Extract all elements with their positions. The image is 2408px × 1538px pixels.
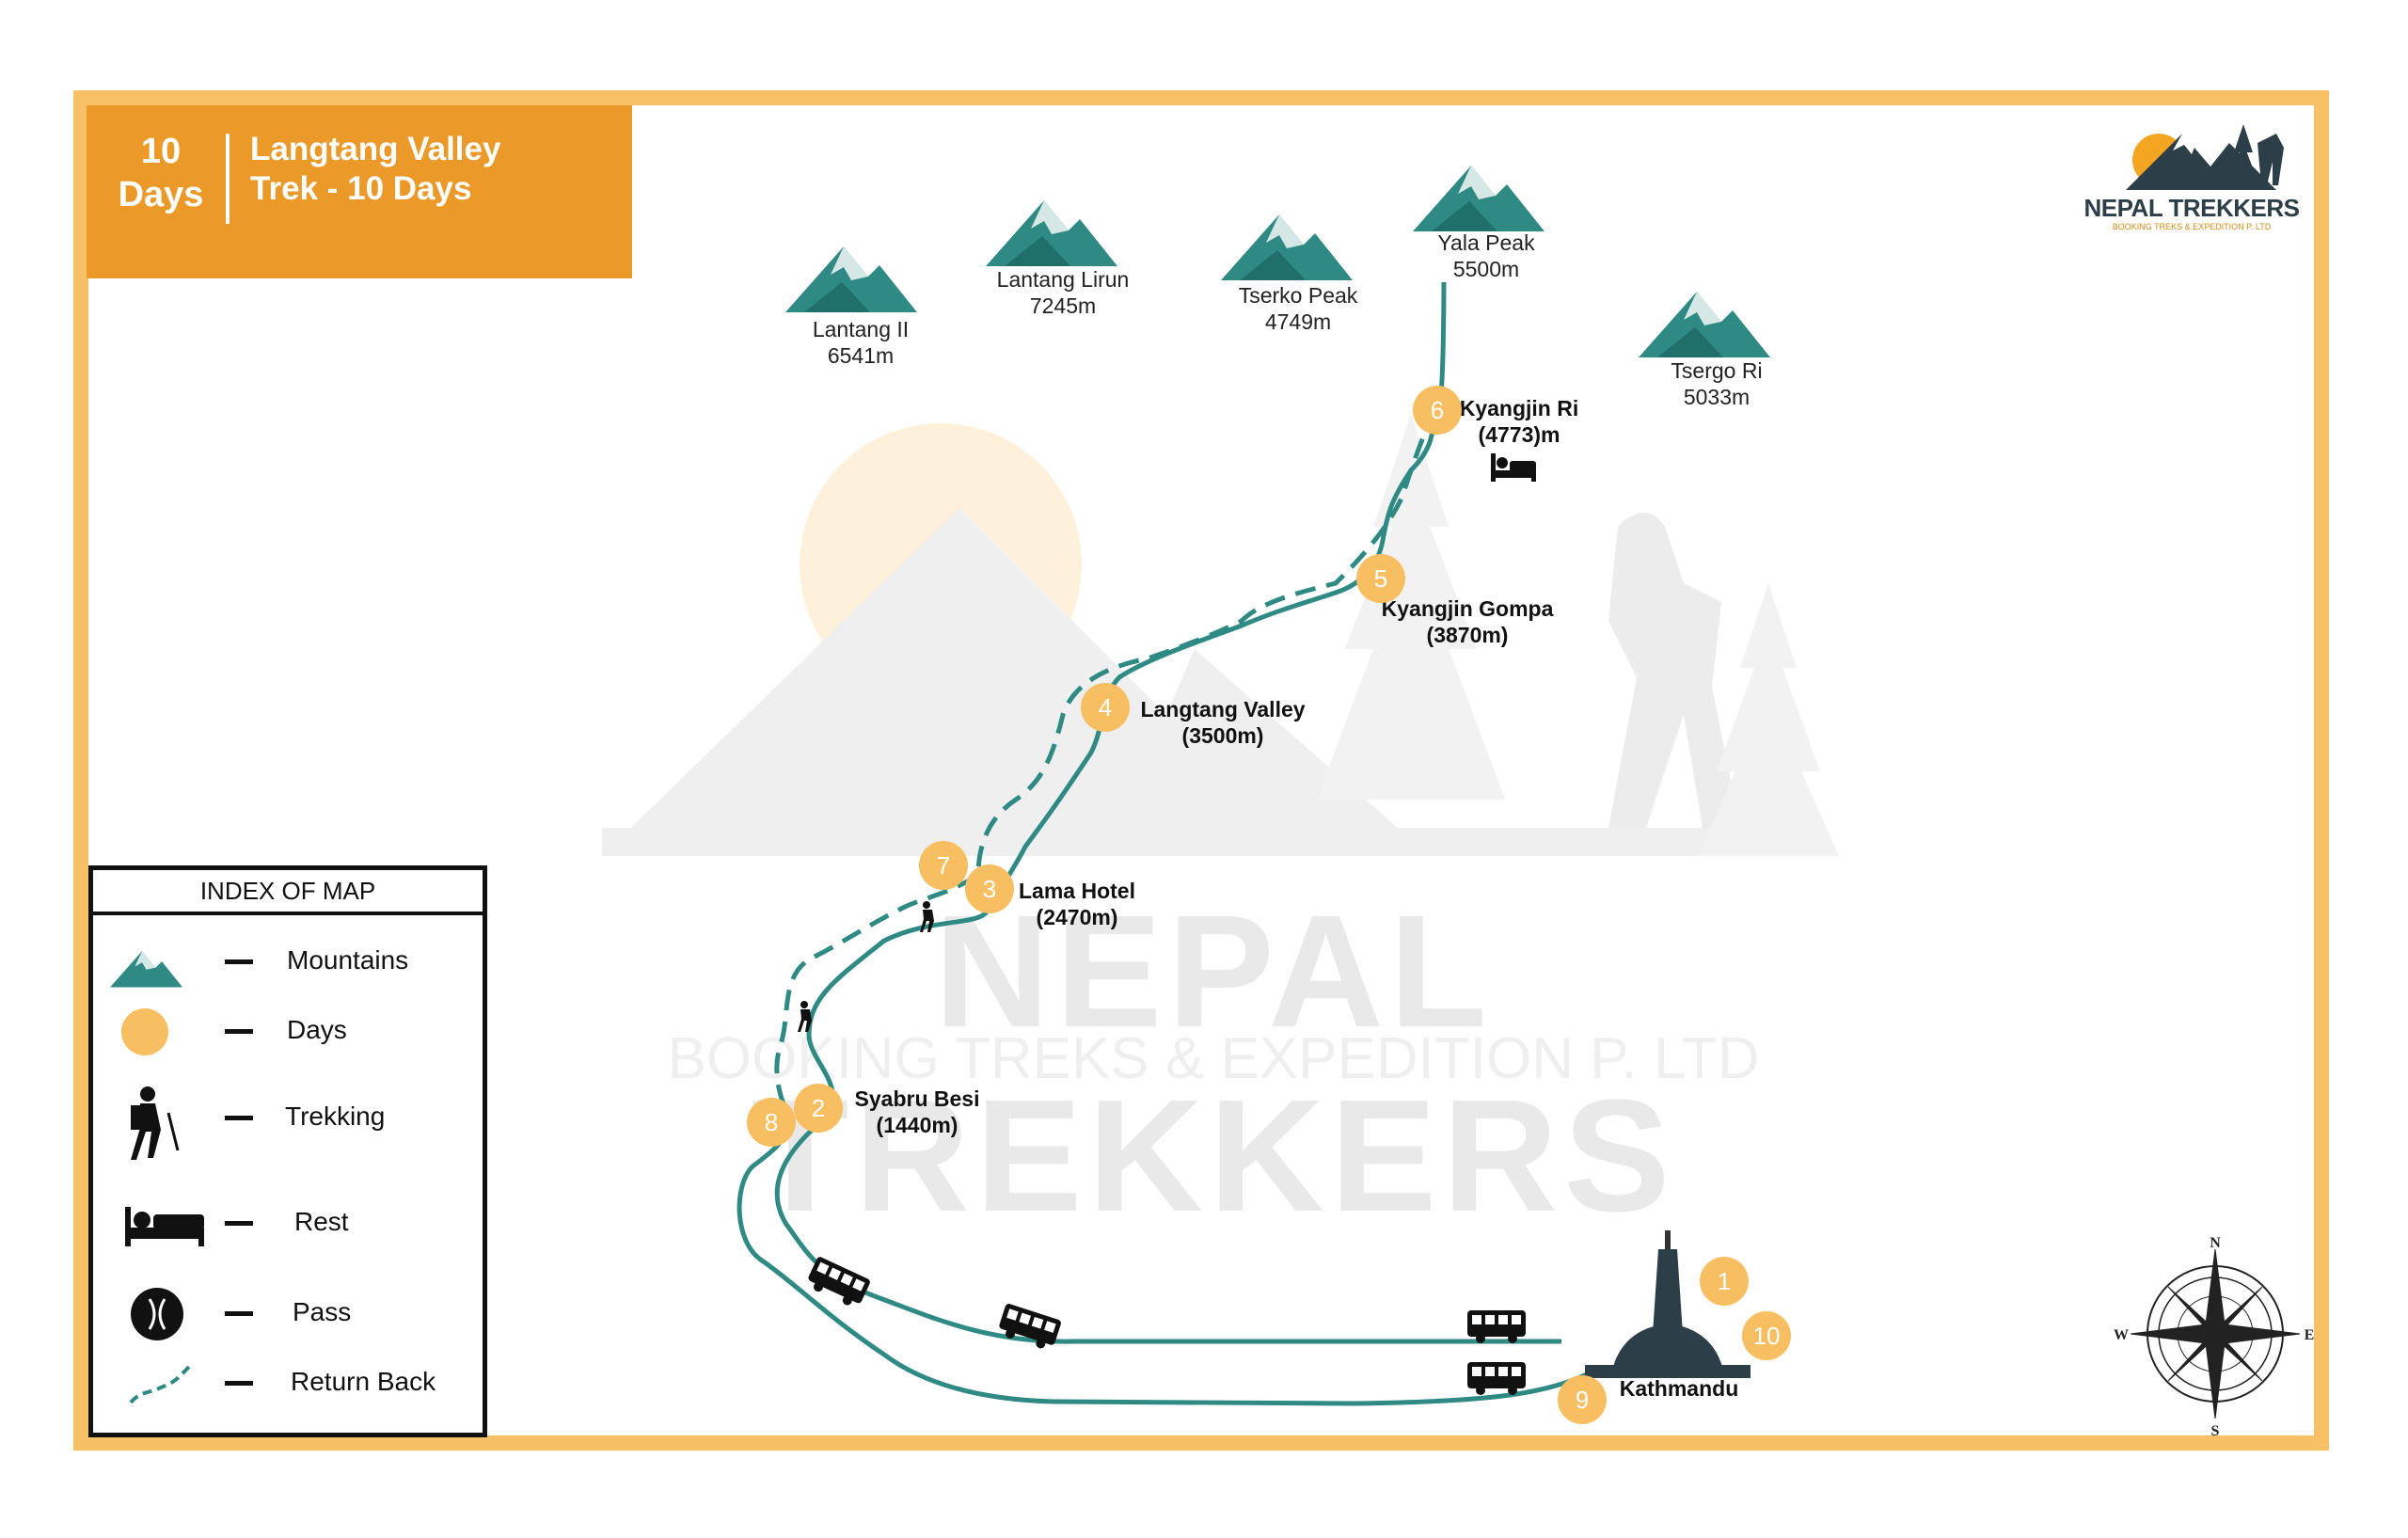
trek-duration: 10 Days [118, 132, 204, 214]
place-label: Langtang Valley(3500m) [1140, 697, 1306, 748]
outbound-route [774, 281, 1561, 1344]
title-box: 10 Days Langtang Valley Trek - 10 Days [87, 105, 632, 278]
day-marker: 7 [919, 841, 968, 890]
day-marker: 5 [1356, 554, 1405, 603]
stupa-icon [1585, 1230, 1751, 1378]
legend-item: Pass [93, 1280, 483, 1346]
legend-item: Rest [93, 1190, 483, 1256]
brand-tagline: BOOKING TREKS & EXPEDITION P. LTD [2112, 222, 2272, 231]
svg-text:8: 8 [765, 1108, 778, 1136]
compass-west: W [2114, 1327, 2129, 1343]
bed-icon [125, 1207, 204, 1246]
day-marker: 3 [965, 864, 1014, 913]
hiker-icon [131, 1086, 180, 1160]
compass-north: N [2210, 1235, 2221, 1251]
trek-title: Langtang Valley Trek - 10 Days [250, 131, 501, 207]
day-marker: 2 [794, 1084, 843, 1133]
compass-south: S [2210, 1423, 2220, 1439]
compass-icon [2130, 1248, 2301, 1419]
day-marker: 1 [1700, 1257, 1749, 1306]
svg-text:4: 4 [1099, 693, 1112, 721]
day-marker: 9 [1558, 1375, 1607, 1424]
map-legend: INDEX OF MAP Mountains Days Trekking Res… [88, 865, 487, 1437]
compass-east: E [2304, 1327, 2315, 1343]
pass-icon [131, 1288, 183, 1340]
day-circle-icon [121, 1008, 168, 1055]
place-label: Kyangjin Ri(4773)m [1459, 396, 1579, 447]
legend-item: Days [93, 998, 483, 1064]
day-marker: 8 [747, 1098, 796, 1147]
dashed-line-icon [129, 1365, 191, 1404]
svg-text:5: 5 [1374, 564, 1387, 593]
hiker-icon [920, 901, 934, 932]
legend-item: Trekking [93, 1085, 483, 1169]
return-road [737, 1127, 1601, 1406]
svg-text:10: 10 [1753, 1322, 1781, 1350]
svg-text:6: 6 [1431, 396, 1444, 424]
legend-title: INDEX OF MAP [93, 870, 483, 915]
day-marker: 10 [1742, 1311, 1791, 1360]
watermark-brand: NEPAL TREKKERS [751, 882, 1676, 1245]
svg-text:1: 1 [1718, 1267, 1731, 1295]
legend-item: Mountains [93, 928, 483, 994]
svg-text:2: 2 [812, 1094, 825, 1122]
brand-logo [2126, 124, 2284, 190]
brand-name: NEPAL TREKKERS [2083, 194, 2300, 222]
legend-item: Return Back [93, 1350, 483, 1416]
place-label: Kathmandu [1619, 1376, 1739, 1401]
return-dashed-route [774, 408, 1437, 1121]
mountain-icon [110, 951, 182, 988]
day-marker: 4 [1081, 683, 1130, 732]
svg-text:9: 9 [1576, 1386, 1589, 1414]
hiker-icon [798, 1001, 812, 1032]
title-divider [226, 134, 230, 224]
bed-icon [1491, 453, 1536, 482]
place-label: Kyangjin Gompa(3870m) [1381, 596, 1554, 647]
svg-text:7: 7 [937, 851, 950, 880]
svg-text:3: 3 [983, 875, 996, 903]
place-label: Syabru Besi(1440m) [854, 1086, 980, 1137]
place-label: Lama Hotel(2470m) [1019, 879, 1135, 929]
watermark-tagline: BOOKING TREKS & EXPEDITION P. LTD [667, 1026, 1760, 1091]
day-marker: 6 [1413, 386, 1462, 435]
